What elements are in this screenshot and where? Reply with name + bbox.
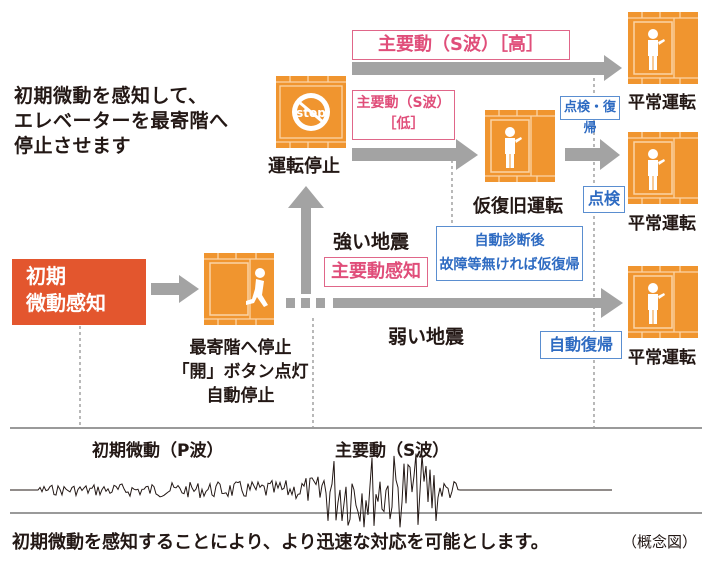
separator-bottom	[10, 512, 702, 514]
caption-line: 自動停止	[206, 386, 275, 406]
waveform-line	[10, 453, 612, 528]
footer-note: （概念図）	[622, 533, 698, 551]
arrow-strong-quake-up	[288, 186, 324, 294]
intro-line: エレベーターを最寄階へ	[14, 110, 229, 132]
arrow-s-wave-low	[352, 139, 478, 170]
auto-recovery-label: 自動復帰	[540, 331, 622, 359]
elevator-temp-recovery-icon	[484, 109, 556, 183]
label-line: ［低］	[382, 116, 425, 132]
inspection-label: 点検	[583, 186, 625, 213]
auto-diagnosis-label: 自動診断後 故障等無ければ仮復帰	[436, 226, 583, 281]
elevator-stop-icon: stop	[276, 76, 346, 148]
s-wave-low-label: 主要動（S波） ［低］	[352, 90, 455, 140]
s-wave-high-label: 主要動（S波）［高］	[352, 30, 570, 60]
elevator-normal-bottom-icon	[627, 265, 699, 339]
arrow-inspection-recovery	[565, 139, 620, 170]
initial-tremor-detection-box: 初期 微動感知	[12, 259, 146, 325]
intro-line: 初期微動を感知して、	[14, 85, 208, 107]
start-line: 微動感知	[26, 291, 106, 315]
arrow-detect-to-stop	[151, 275, 199, 303]
elevator-running-person-icon	[203, 252, 275, 326]
label-line: 自動診断後	[474, 233, 545, 249]
intro-text: 初期微動を感知して、 エレベーターを最寄階へ 停止させます	[14, 84, 229, 159]
arrow-s-wave-high	[352, 55, 622, 81]
intro-line: 停止させます	[14, 135, 132, 157]
separator-top	[10, 427, 702, 429]
stop-caption: 運転停止	[268, 156, 340, 177]
arrow-weak-quake	[286, 288, 623, 318]
elevator-normal-middle-icon	[627, 131, 699, 205]
weak-quake-label: 弱い地震	[388, 326, 465, 348]
label-line: 故障等無ければ仮復帰	[439, 257, 580, 273]
footer-text: 初期微動を感知することにより、より迅速な対応を可能とします。	[12, 532, 549, 553]
inspection-recovery-label: 点検・復帰	[560, 96, 620, 136]
caption-line: 「開」ボタン点灯	[172, 362, 309, 382]
label-line: 主要動（S波）	[356, 95, 451, 111]
seismic-waveform	[10, 453, 612, 528]
s-wave-label: 主要動（S波）	[335, 441, 450, 461]
caption-line: 最寄階へ停止	[189, 338, 292, 358]
main-motion-detected-label: 主要動感知	[324, 257, 428, 287]
p-wave-label: 初期微動（P波）	[92, 441, 224, 461]
temp-recovery-caption: 仮復旧運転	[473, 196, 563, 217]
normal-bottom-caption: 平常運転	[628, 348, 696, 368]
nearest-floor-caption: 最寄階へ停止 「開」ボタン点灯 自動停止	[168, 336, 313, 408]
elevator-normal-top-icon	[627, 11, 699, 85]
start-line: 初期	[26, 264, 66, 288]
normal-top-caption: 平常運転	[628, 93, 696, 113]
stop-text: stop	[296, 106, 326, 120]
normal-middle-caption: 平常運転	[628, 214, 696, 234]
strong-quake-label: 強い地震	[333, 231, 410, 253]
